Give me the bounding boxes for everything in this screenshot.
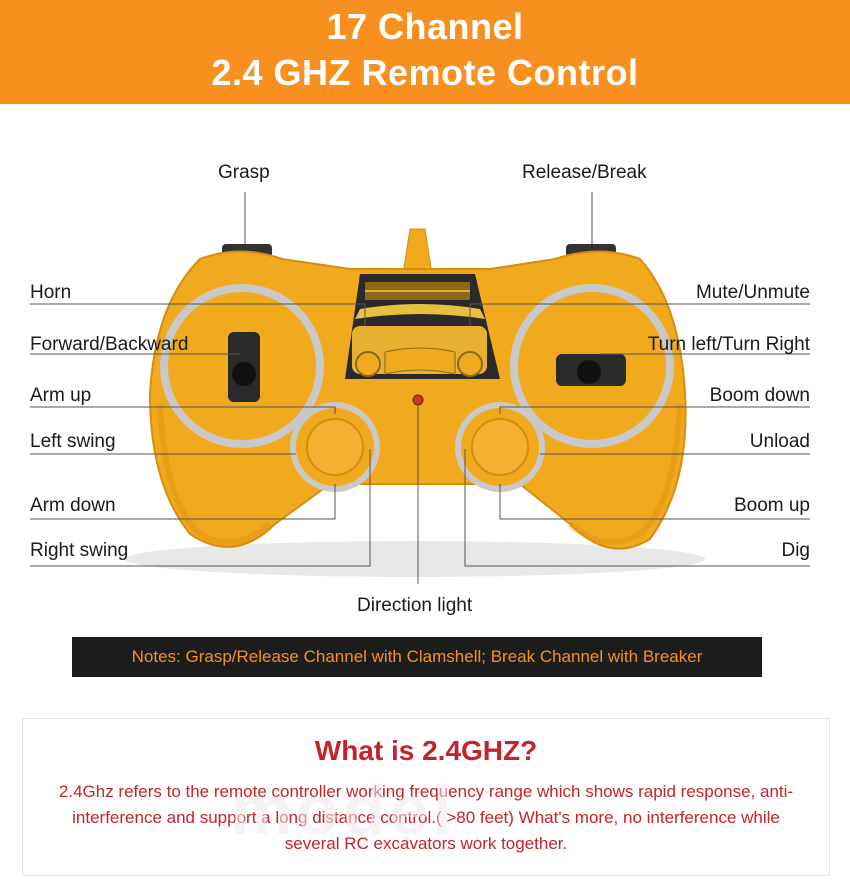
label-mute-unmute: Mute/Unmute <box>695 282 810 303</box>
right-small-stick <box>471 418 529 476</box>
header-banner: 17 Channel 2.4 GHZ Remote Control <box>0 0 850 104</box>
label-boom-down: Boom down <box>709 385 810 406</box>
label-turn-left-right: Turn left/Turn Right <box>647 334 810 355</box>
info-box: What is 2.4GHZ? 2.4Ghz refers to the rem… <box>22 718 830 876</box>
right-joystick-knob <box>577 360 601 384</box>
center-panel-strip <box>355 304 485 319</box>
direction-light <box>412 394 424 406</box>
label-arm-up: Arm up <box>30 385 92 406</box>
label-right-swing: Right swing <box>30 540 129 561</box>
label-horn: Horn <box>30 282 72 303</box>
horn-button <box>355 351 381 377</box>
notes-bar: Notes: Grasp/Release Channel with Clamsh… <box>72 637 762 677</box>
antenna <box>402 228 433 275</box>
info-title: What is 2.4GHZ? <box>314 735 538 766</box>
mute-button <box>457 351 483 377</box>
left-small-stick <box>306 418 364 476</box>
label-boom-up: Boom up <box>733 495 810 516</box>
leader-lines <box>30 192 810 584</box>
left-joystick-knob <box>232 362 256 386</box>
banner-title-line2: 2.4 GHZ Remote Control <box>211 52 639 93</box>
controller-illustration <box>30 192 810 584</box>
label-dig: Dig <box>781 540 810 561</box>
banner-title-line1: 17 Channel <box>326 6 524 47</box>
function-switch-coil <box>384 347 456 375</box>
watermark-logo: model <box>230 771 457 849</box>
controller-shadow <box>125 541 705 577</box>
label-arm-down: Arm down <box>30 495 116 516</box>
label-direction-light: Direction light <box>357 595 473 616</box>
label-forward-backward: Forward/Backward <box>30 334 189 355</box>
info-body: 2.4Ghz refers to the remote controller w… <box>58 782 794 853</box>
label-release-break: Release/Break <box>522 162 647 183</box>
controller-diagram: Grasp Release/Break Horn Mute/Unmute For… <box>0 104 850 634</box>
label-left-swing: Left swing <box>30 431 116 452</box>
label-grasp: Grasp <box>218 162 270 183</box>
label-unload: Unload <box>749 431 810 452</box>
